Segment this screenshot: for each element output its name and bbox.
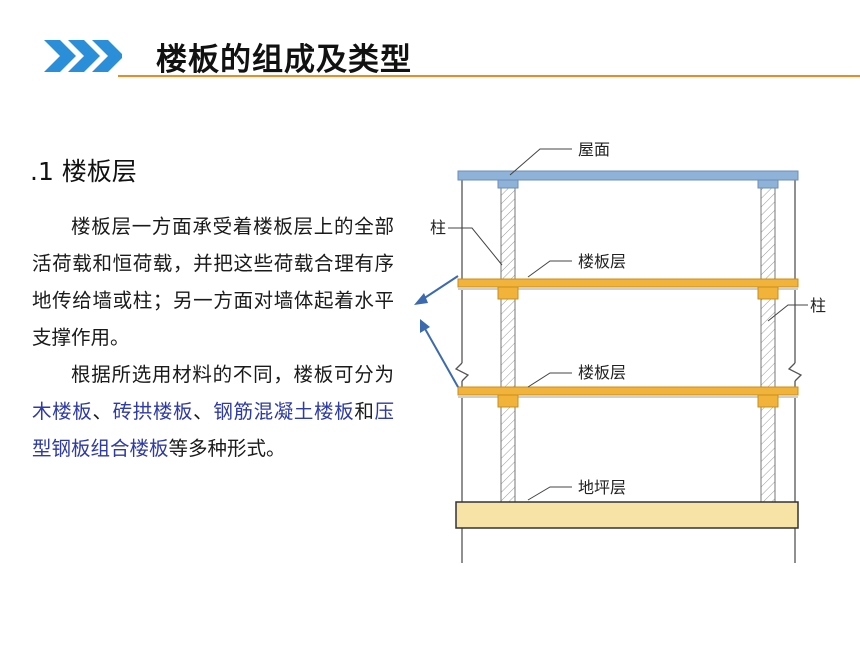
paragraph-2: 根据所选用材料的不同，楼板可分为木楼板、砖拱楼板、钢筋混凝土楼板和压型钢板组合楼… — [32, 356, 394, 467]
label-column-left: 柱 — [430, 218, 446, 237]
label-column-right: 柱 — [810, 296, 826, 315]
left-column — [500, 184, 516, 504]
ground-slab — [455, 501, 799, 529]
leader-lines — [448, 148, 808, 501]
pointer-arrows — [414, 275, 459, 388]
paragraph-2-start: 根据所选用材料的不同，楼板可分为 — [71, 363, 394, 386]
title-underline — [118, 75, 860, 77]
double-chevron-icon — [44, 40, 122, 72]
page-title: 楼板的组成及类型 — [156, 42, 412, 78]
right-column — [760, 184, 776, 504]
lower-floor-slab — [457, 386, 799, 408]
label-roof: 屋面 — [578, 140, 610, 159]
label-floor-lower: 楼板层 — [578, 363, 626, 382]
roof-slab — [457, 170, 799, 189]
label-ground: 地坪层 — [578, 478, 626, 497]
separator: 、 — [193, 400, 214, 423]
floor-type-steel-deck: 压型钢板组合楼板 — [32, 400, 394, 460]
building-section-diagram: 屋面 柱 楼板层 柱 楼板层 地坪层 — [414, 140, 826, 563]
floor-type-wood: 木楼板 — [32, 400, 93, 423]
paragraph-2-end: 等多种形式。 — [168, 437, 286, 460]
upper-floor-slab — [457, 278, 799, 300]
label-floor-upper: 楼板层 — [578, 252, 626, 271]
body-text: 楼板层一方面承受着楼板层上的全部活荷载和恒荷载，并把这些荷载合理有序地传给墙或柱… — [32, 208, 394, 467]
conjunction: 和 — [354, 400, 375, 423]
separator: 、 — [92, 400, 113, 423]
floor-type-brick-arch: 砖拱楼板 — [112, 400, 194, 423]
section-heading: .1 楼板层 — [30, 157, 137, 186]
exterior-walls — [454, 175, 803, 563]
floor-type-reinforced-concrete: 钢筋混凝土楼板 — [213, 400, 355, 423]
paragraph-1: 楼板层一方面承受着楼板层上的全部活荷载和恒荷载，并把这些荷载合理有序地传给墙或柱… — [32, 215, 394, 349]
